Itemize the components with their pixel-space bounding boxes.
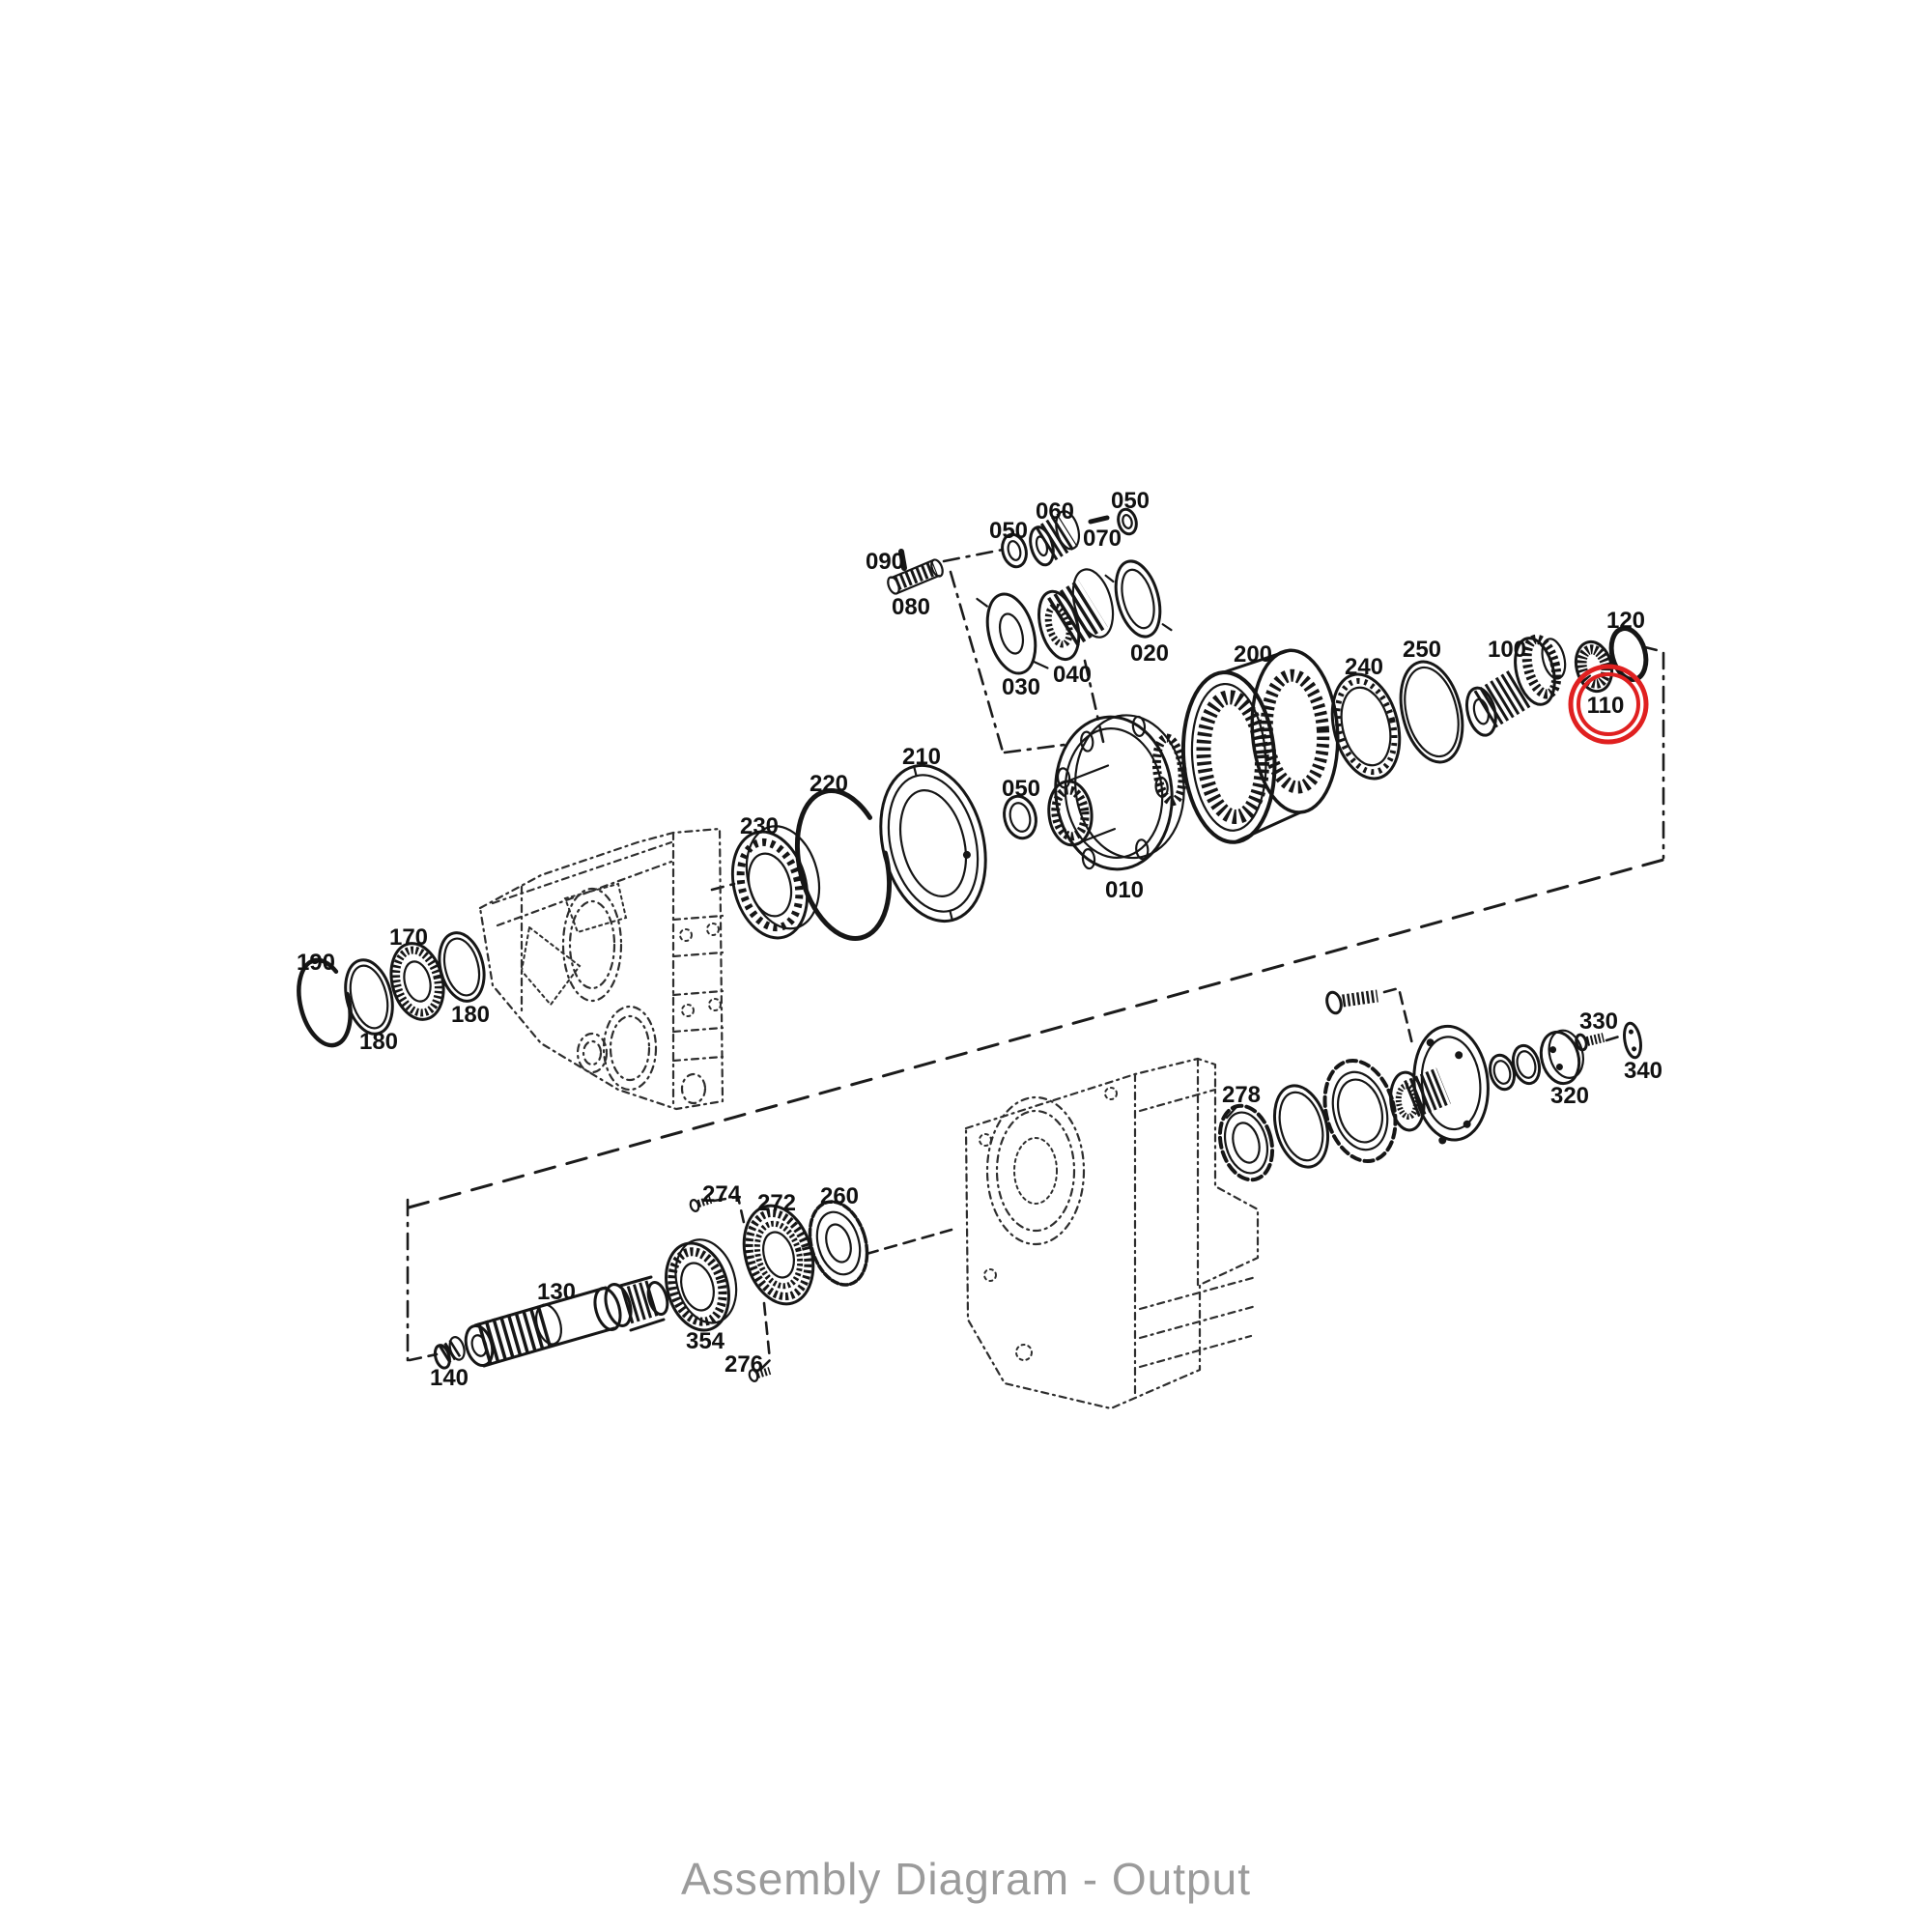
part-020-ring (1104, 559, 1173, 639)
part-output-flange-hub (1389, 1024, 1490, 1145)
part-label-274-28: 274 (702, 1181, 742, 1208)
part-200-ring-gear-drum (1180, 648, 1340, 844)
part-090-pin-small (898, 549, 907, 571)
part-label-354-34: 354 (686, 1328, 725, 1354)
part-330-bolt (1575, 1033, 1605, 1052)
part-label-120-13: 120 (1606, 608, 1645, 634)
part-label-220-22: 220 (810, 771, 848, 797)
part-flange-bolt-unlabeled (1325, 989, 1378, 1015)
axis-dash-330-340 (1605, 1035, 1621, 1042)
leader-subassembly-right (1083, 659, 1106, 748)
leader-140 (408, 1352, 439, 1362)
part-230-bearing (730, 825, 821, 940)
part-label-240-24: 240 (1345, 654, 1383, 680)
leader-to-carrier (1003, 743, 1066, 754)
highlight-circle-110-inner (1577, 672, 1640, 736)
part-label-090-10: 090 (866, 549, 904, 575)
part-180-shim-left (344, 958, 394, 1036)
part-label-320-31: 320 (1550, 1083, 1589, 1109)
part-label-140-15: 140 (430, 1365, 469, 1391)
housing-rear-ghost (964, 1057, 1260, 1410)
part-label-070-8: 070 (1083, 526, 1122, 552)
part-240-bearing (1330, 672, 1402, 781)
part-250-oring-large (1399, 660, 1464, 764)
part-260-bearing (808, 1200, 869, 1287)
part-190-snap-ring (297, 957, 353, 1048)
part-050-washer-a (1001, 532, 1028, 569)
leader-278-tick (1225, 1105, 1238, 1120)
part-040-planet-gear (1037, 568, 1115, 662)
part-label-260-26: 260 (820, 1183, 859, 1209)
part-080-pin (887, 558, 944, 595)
part-label-010-0: 010 (1105, 877, 1144, 903)
part-label-030-2: 030 (1002, 674, 1040, 700)
part-label-040-3: 040 (1053, 662, 1092, 688)
part-washer-unlabeled (1273, 1084, 1329, 1169)
part-ring-small-b (1511, 1043, 1542, 1086)
part-354-synchro-ring (665, 1238, 738, 1332)
part-label-180-17: 180 (359, 1029, 398, 1055)
part-label-110-12: 110 (1587, 693, 1625, 719)
part-010-planet-carrier (1047, 714, 1187, 871)
boundary-diagonal-line (407, 858, 1665, 1209)
part-210-bearing-flanged (879, 763, 987, 923)
axis-dash-lower (865, 1228, 953, 1256)
part-274-bolt-small (689, 1196, 713, 1212)
part-030-thrust-washer (976, 592, 1049, 675)
part-label-130-14: 130 (537, 1279, 576, 1305)
part-label-050-6: 050 (1002, 776, 1040, 802)
part-label-272-27: 272 (757, 1190, 796, 1216)
leader-flange-bolt (1382, 986, 1415, 1050)
part-label-276-29: 276 (724, 1351, 763, 1378)
part-050-oring (1003, 794, 1037, 840)
highlight-layer (1568, 664, 1649, 745)
part-label-050-5: 050 (1111, 488, 1150, 514)
leader-pin-to-washer (942, 548, 1005, 563)
group-boundary-lines (406, 548, 1665, 1373)
housing-front-ghost (478, 827, 724, 1111)
part-label-100-11: 100 (1488, 637, 1526, 663)
part-140-plug (433, 1336, 466, 1370)
part-110-splined-ring (1574, 639, 1614, 694)
part-label-330-32: 330 (1579, 1009, 1618, 1035)
part-070-pin-tiny (1088, 515, 1110, 525)
part-340-lock-plate (1623, 1021, 1642, 1060)
part-label-200-20: 200 (1234, 641, 1272, 668)
part-130-output-shaft (464, 1275, 669, 1368)
part-labels-layer: 010 020 030 040 050 050 050 060 070 080 090 100 110 1… (297, 488, 1662, 1391)
part-label-190-19: 190 (297, 950, 335, 976)
leader-274 (712, 1195, 747, 1229)
part-label-250-25: 250 (1403, 637, 1441, 663)
leader-276 (757, 1301, 772, 1373)
part-label-170-16: 170 (389, 924, 428, 951)
leader-subassembly-left (949, 570, 1005, 753)
part-slotted-ring-unlabeled (1322, 1059, 1398, 1163)
part-278-ring-nut (1217, 1103, 1275, 1182)
part-060-gear (1029, 510, 1081, 567)
part-label-060-7: 060 (1036, 498, 1074, 525)
part-050-washer-b (1117, 507, 1138, 536)
part-label-020-1: 020 (1130, 640, 1169, 667)
part-label-210-21: 210 (902, 744, 941, 770)
part-label-050-4: 050 (989, 518, 1028, 544)
part-label-278-30: 278 (1222, 1082, 1261, 1108)
part-label-230-23: 230 (740, 813, 779, 839)
axis-dash-230 (710, 882, 736, 892)
part-label-340-33: 340 (1624, 1058, 1662, 1084)
part-label-080-9: 080 (892, 594, 930, 620)
axis-dash-right (1643, 645, 1662, 653)
part-label-180-18: 180 (451, 1002, 490, 1028)
part-180-shim-right (438, 931, 486, 1003)
part-100-sun-gear-shaft (1464, 634, 1567, 737)
highlight-circle-110-outer (1568, 664, 1649, 745)
part-276-bolt-small (748, 1367, 772, 1382)
caption: Assembly Diagram - Output (681, 1854, 1251, 1904)
